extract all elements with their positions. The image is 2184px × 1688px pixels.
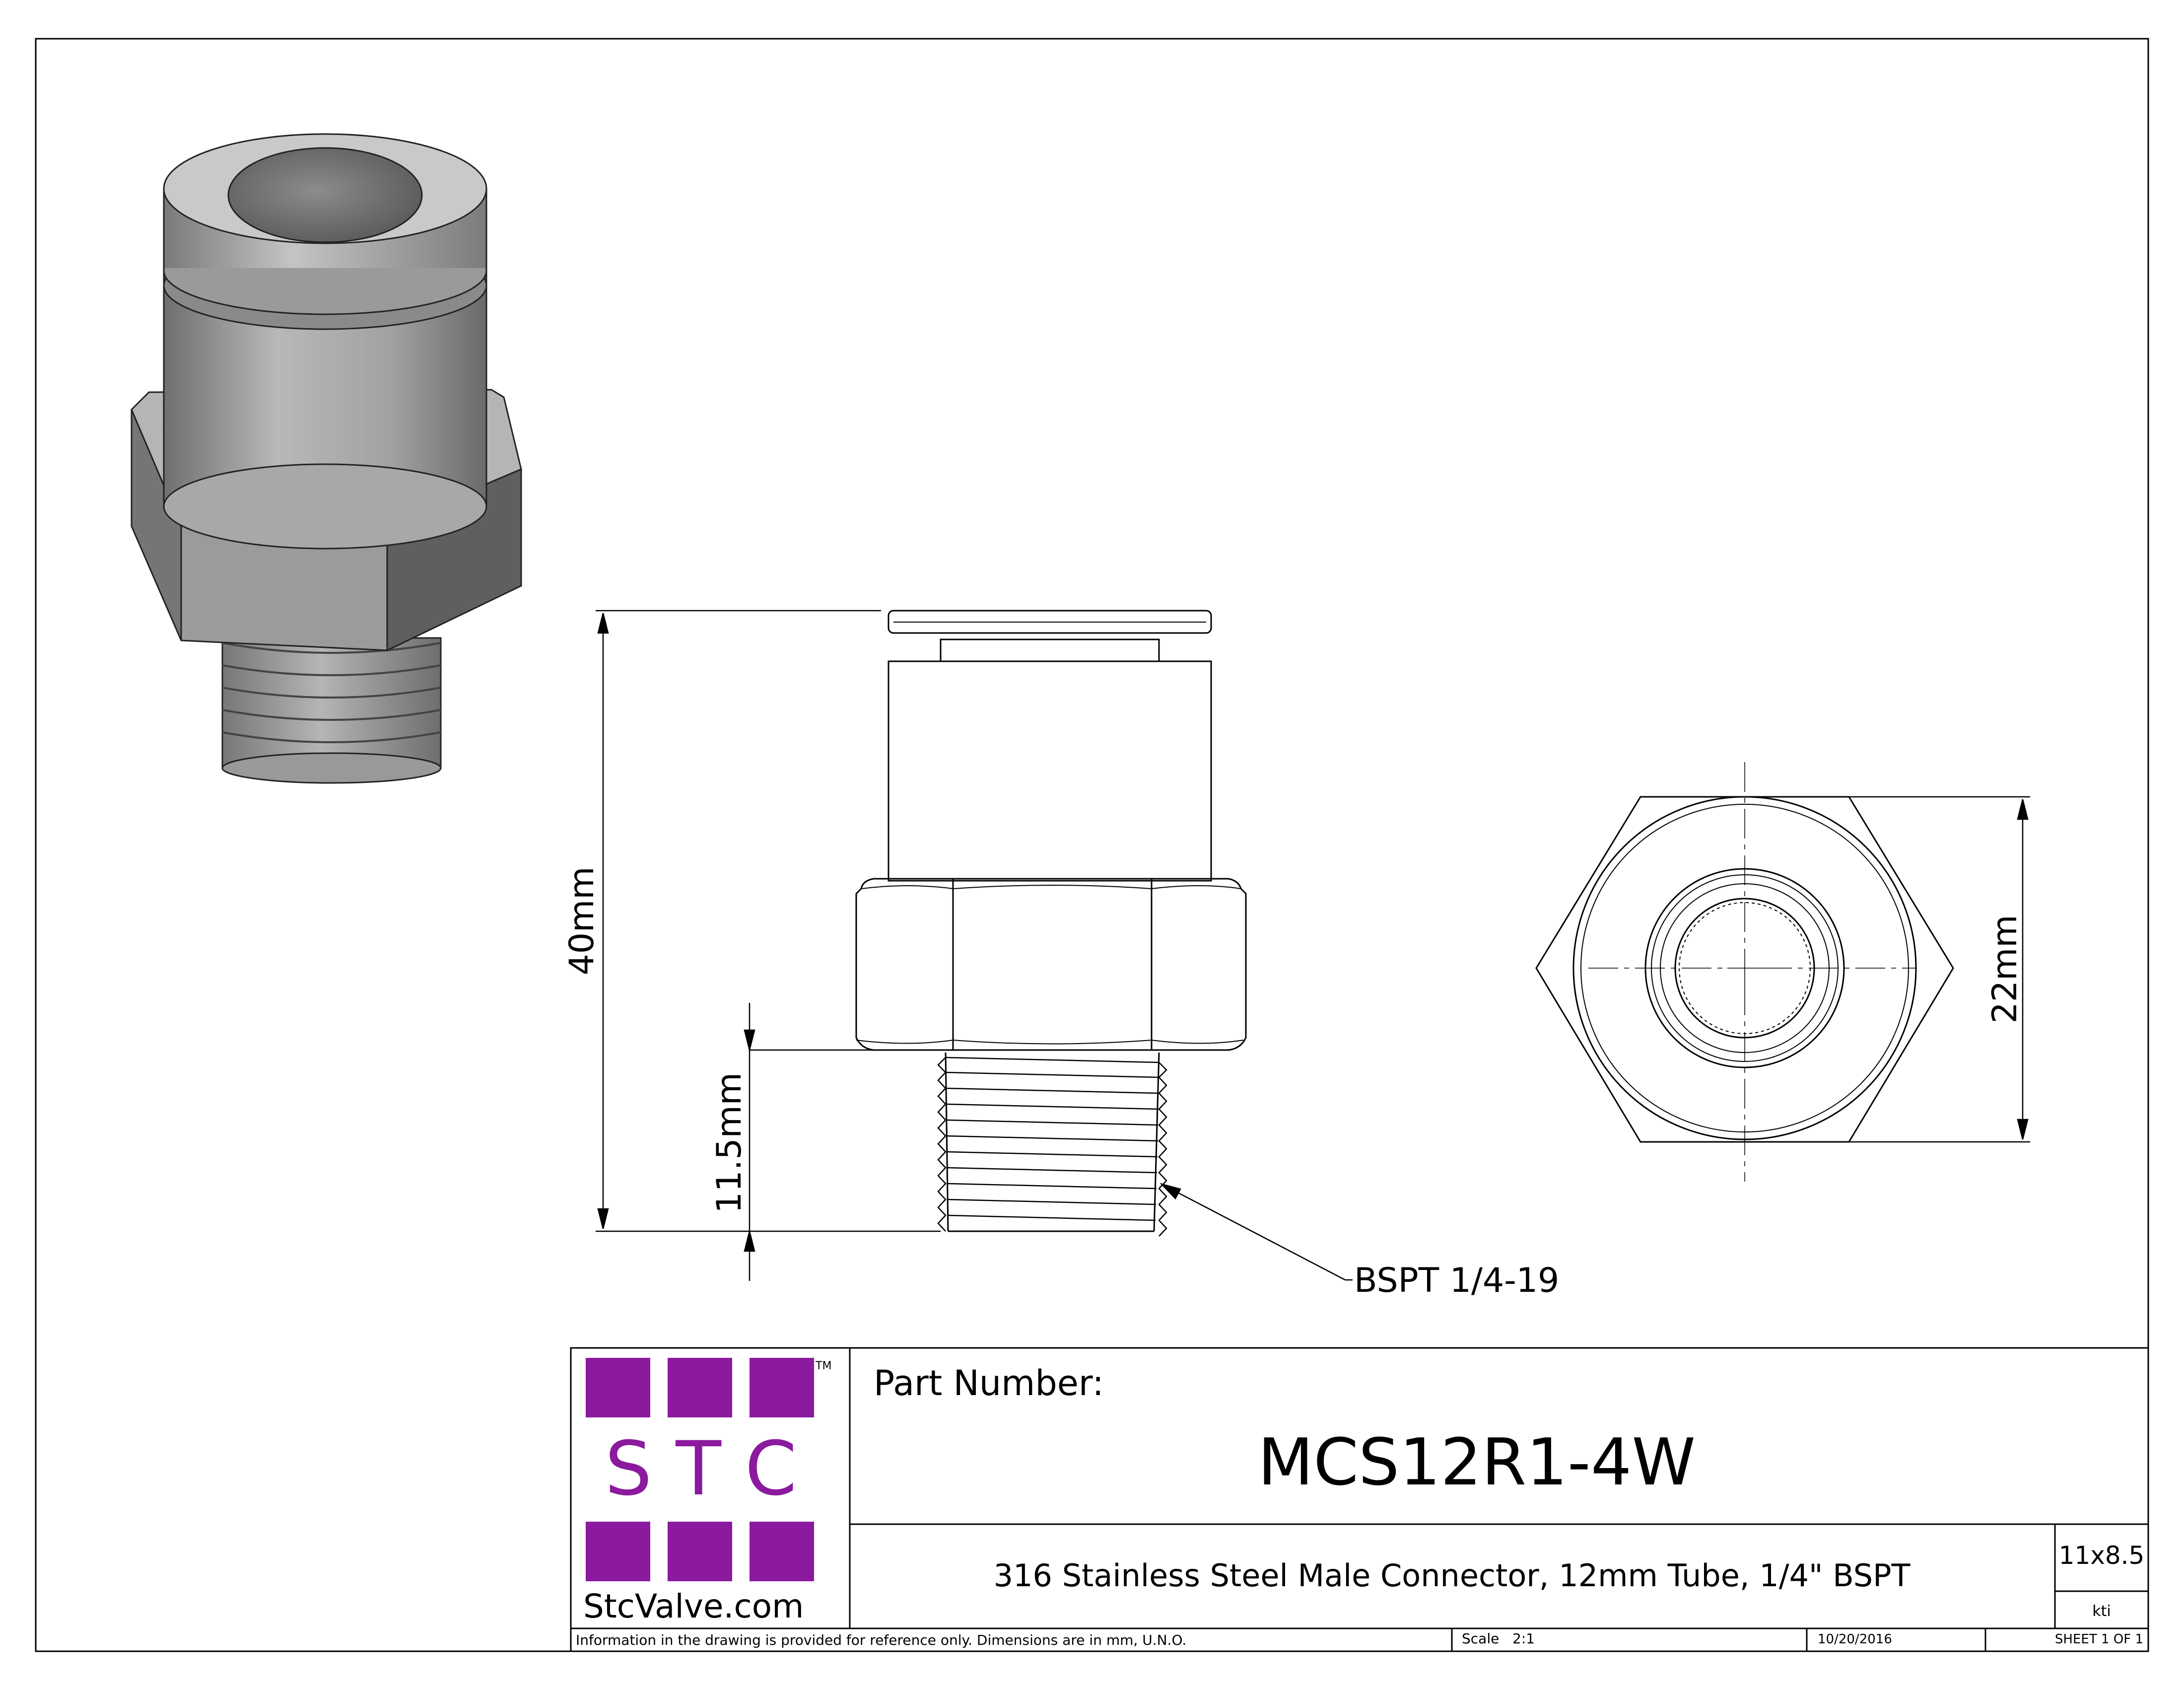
thread-callout: BSPT 1/4-19 [1354,1261,1559,1300]
thread [937,1052,1167,1237]
part-number: MCS12R1-4W [1258,1424,1696,1500]
hex-outline [1535,796,1954,1143]
author-initials: kti [2092,1603,2111,1620]
dim-label-11-5mm: 11.5mm [710,1072,749,1213]
part-number-label: Part Number: [874,1363,1104,1404]
sheet-size: 11x8.5 [2059,1541,2145,1570]
release-collet [887,610,1212,634]
sheet-number: SHEET 1 OF 1 [2055,1632,2143,1647]
body [887,660,1212,882]
stc-logo [586,1358,814,1581]
logo-website: StcValve.com [583,1587,804,1625]
top-view [1535,762,1954,1182]
dimension-22mm [1849,796,2030,1143]
dimension-11-5mm [744,1003,941,1281]
front-view [855,610,1247,1237]
isometric-view [131,133,522,784]
logo-trademark: TM [815,1360,831,1372]
drawing-date: 10/20/2016 [1818,1632,1892,1647]
reference-note: Information in the drawing is provided f… [576,1632,1186,1648]
dim-label-40mm: 40mm [562,866,602,975]
dim-label-22mm: 22mm [1985,914,2025,1023]
hex-nut [855,878,1247,1051]
scale: Scale 2:1 [1462,1630,1535,1647]
dimension-40mm [596,610,941,1232]
part-description: 316 Stainless Steel Male Connector, 12mm… [994,1557,1911,1594]
title-block [570,1347,2149,1652]
logo-letters: S T C [605,1426,797,1512]
callout-leader [1159,1183,1353,1281]
